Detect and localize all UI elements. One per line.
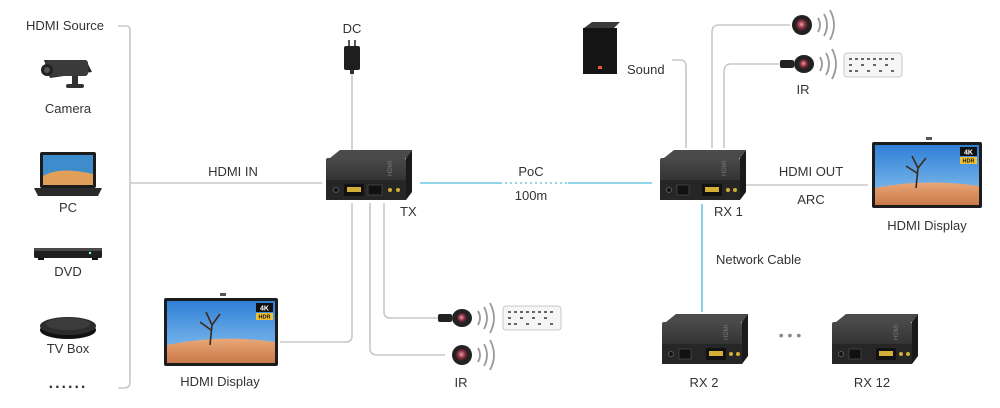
rx-ir-tx-line bbox=[723, 63, 780, 148]
local-display-icon: 4K HDR bbox=[164, 293, 278, 366]
rx2-device: HDMI bbox=[662, 314, 748, 364]
laptop-icon bbox=[34, 152, 102, 196]
hdmi-out-label: HDMI OUT bbox=[779, 164, 843, 179]
source-bracket bbox=[118, 25, 131, 389]
sound-line bbox=[672, 59, 687, 148]
tx-ir-tx-line bbox=[383, 203, 438, 319]
local-display-hdr-badge: HDR bbox=[259, 315, 271, 321]
power-adapter-icon bbox=[344, 40, 360, 74]
poc-label: PoC bbox=[518, 164, 543, 179]
tv-box-label: TV Box bbox=[47, 341, 90, 356]
connection-lines bbox=[118, 24, 868, 389]
tv-box-icon bbox=[40, 317, 96, 339]
arc-label: ARC bbox=[797, 192, 824, 207]
rx12-device: HDMI bbox=[832, 314, 918, 364]
camera-label: Camera bbox=[45, 101, 92, 116]
speaker-icon bbox=[583, 22, 620, 74]
rx12-label: RX 12 bbox=[854, 375, 890, 390]
rx2-label: RX 2 bbox=[690, 375, 719, 390]
rx-ir-receiver-icon bbox=[792, 9, 835, 41]
remote-display-hdr-badge: HDR bbox=[963, 159, 975, 165]
tx-ir-label: IR bbox=[455, 375, 468, 390]
dvd-label: DVD bbox=[54, 264, 81, 279]
pc-label: PC bbox=[59, 200, 77, 215]
remote-display-label: HDMI Display bbox=[887, 218, 967, 233]
svg-text:HDMI: HDMI bbox=[724, 324, 730, 340]
rx-remote-control-icon bbox=[843, 52, 903, 78]
local-display-line bbox=[280, 203, 353, 343]
svg-text:HDMI: HDMI bbox=[722, 160, 728, 176]
svg-text:HDMI: HDMI bbox=[388, 160, 394, 176]
source-panel-title: HDMI Source bbox=[26, 18, 104, 33]
remote-display-icon: 4K HDR bbox=[872, 137, 982, 208]
remote-display-4k-badge: 4K bbox=[964, 150, 973, 157]
receiver-ellipsis: • • • bbox=[779, 327, 802, 343]
tx-device: HDMI bbox=[326, 150, 412, 200]
svg-text:HDMI: HDMI bbox=[894, 324, 900, 340]
tx-remote-control-icon bbox=[502, 305, 562, 331]
tx-ir-emitter-icon bbox=[438, 302, 495, 334]
local-display-4k-badge: 4K bbox=[260, 306, 269, 313]
camera-icon bbox=[41, 60, 92, 88]
rx-ir-label: IR bbox=[797, 82, 810, 97]
hdmi-in-label: HDMI IN bbox=[208, 164, 258, 179]
tx-ir-receiver-icon bbox=[452, 339, 495, 371]
tx-label: TX bbox=[400, 204, 417, 219]
rx-ir-rx-line bbox=[711, 24, 790, 148]
dvd-player-icon bbox=[34, 248, 102, 260]
dc-label: DC bbox=[343, 21, 362, 36]
local-display-label: HDMI Display bbox=[180, 374, 260, 389]
network-cable-label: Network Cable bbox=[716, 252, 801, 267]
rx-ir-emitter-icon bbox=[780, 48, 837, 80]
rx1-label: RX 1 bbox=[714, 204, 743, 219]
rx1-device: HDMI bbox=[660, 150, 746, 200]
distance-label: 100m bbox=[515, 188, 548, 203]
tx-ir-rx-line bbox=[369, 203, 445, 356]
more-sources-ellipsis: ...... bbox=[49, 375, 88, 392]
sound-label: Sound bbox=[627, 62, 665, 77]
